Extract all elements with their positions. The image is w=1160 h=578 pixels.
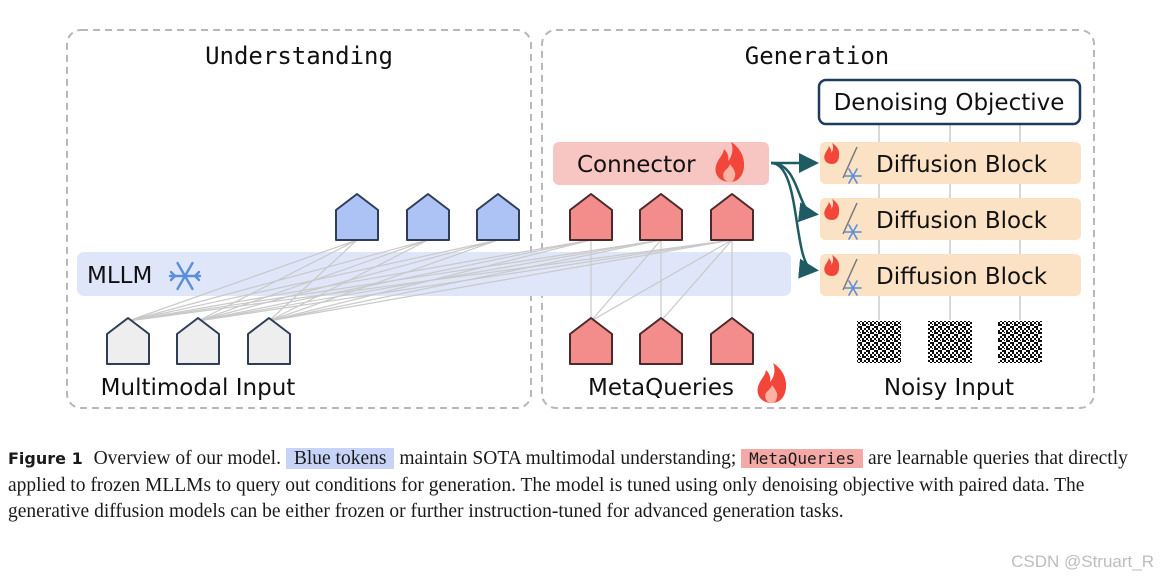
diffusion-block-2: Diffusion Block <box>820 198 1081 240</box>
blue-token <box>476 193 520 241</box>
noisy-input-label: Noisy Input <box>884 375 1014 401</box>
blue-tokens <box>335 193 520 241</box>
diffusion-block-3: Diffusion Block <box>820 254 1081 296</box>
snowflake-icon <box>844 168 862 184</box>
watermark: CSDN @Struart_R <box>1011 552 1154 571</box>
fire-icon <box>824 199 840 220</box>
red-token <box>639 193 683 241</box>
multimodal-input-label: Multimodal Input <box>101 375 296 401</box>
generation-panel <box>541 29 1095 409</box>
model-overview-figure: Understanding Generation MLLM <box>66 29 1095 409</box>
connector-box <box>553 142 769 185</box>
fire-icon <box>824 255 840 276</box>
metaqueries-highlight: MetaQueries <box>741 449 864 468</box>
blue-token <box>406 193 450 241</box>
multimodal-input-tokens <box>106 317 291 365</box>
red-token <box>710 193 754 241</box>
metaquery-output-tokens <box>569 193 754 241</box>
connector-fire-icon <box>715 142 745 182</box>
understanding-panel <box>66 29 532 409</box>
diffusion-block-label: Diffusion Block <box>876 152 1048 178</box>
caption-text-1: Overview of our model. <box>93 448 281 469</box>
understanding-title: Understanding <box>205 42 393 70</box>
snowflake-icon <box>844 224 862 240</box>
diffusion-block-label: Diffusion Block <box>876 264 1048 290</box>
figure-caption: Figure 1 Overview of our model. Blue tok… <box>8 446 1154 526</box>
red-token <box>569 193 613 241</box>
snowflake-icon <box>844 280 862 296</box>
denoising-objective-box <box>817 78 1082 126</box>
gray-token <box>106 317 150 365</box>
noisy-input-images <box>857 321 1042 363</box>
connector-arrows <box>770 153 819 279</box>
figure-label: Figure 1 <box>8 449 83 468</box>
fire-icon <box>824 143 840 164</box>
gray-token <box>247 317 291 365</box>
denoising-objective-label: Denoising Objective <box>834 90 1065 116</box>
metaquery-tokens <box>569 317 754 365</box>
red-token <box>710 317 754 365</box>
blue-token <box>335 193 379 241</box>
divider-slash <box>842 202 858 235</box>
noise-image <box>998 321 1042 363</box>
attention-lines <box>127 239 733 322</box>
caption-text-2: maintain SOTA multimodal understanding; <box>399 448 737 469</box>
red-token <box>569 317 613 365</box>
divider-slash <box>842 258 858 291</box>
connector-label: Connector <box>577 152 696 178</box>
generation-title: Generation <box>745 42 890 70</box>
diffusion-block-label: Diffusion Block <box>876 208 1048 234</box>
mllm-snowflake-icon <box>168 261 202 291</box>
mllm-label: MLLM <box>87 263 152 289</box>
gray-token <box>176 317 220 365</box>
noise-image <box>857 321 901 363</box>
divider-slash <box>842 146 858 179</box>
blue-tokens-highlight: Blue tokens <box>285 448 395 469</box>
metaqueries-fire-icon <box>757 363 787 403</box>
red-token <box>639 317 683 365</box>
metaqueries-label: MetaQueries <box>588 375 734 401</box>
noise-image <box>928 321 972 363</box>
caption-text-3: are learnable queries that directly appl… <box>8 448 1128 522</box>
diffusion-block-1: Diffusion Block <box>820 142 1081 184</box>
